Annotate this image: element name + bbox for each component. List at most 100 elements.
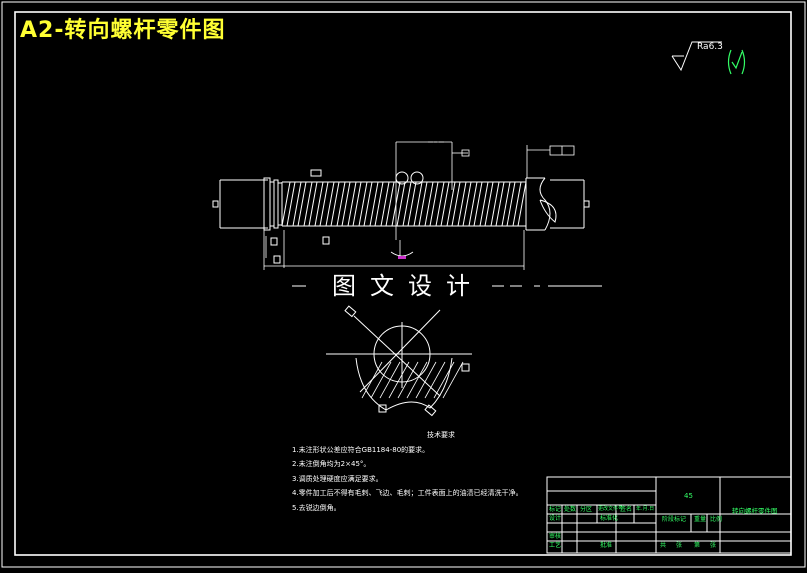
tb-label: 重量 [694,516,707,523]
thread-line [429,181,439,227]
hatch-line [361,361,383,399]
thread-line [281,181,291,227]
hatch-line [406,361,428,399]
thread-line [336,181,346,227]
surface-finish-label: Ra6.3 [697,42,723,52]
thread-line [363,181,373,227]
tb-label: 更改文件号 [598,506,624,512]
thread-line [495,181,505,227]
thread-line [479,181,489,227]
thread-line [490,181,500,227]
material-value: 45 [684,492,693,500]
hatch-line [424,361,446,399]
thread-line [402,181,412,227]
thread-line [435,181,445,227]
thread-line [374,181,384,227]
tb-label: 共 [660,542,667,549]
hatch-line [433,361,455,399]
tb-label: 张 [710,542,717,549]
thread-line [517,181,527,227]
hatch-line [379,361,401,399]
thread-line [358,181,368,227]
thread-line [292,181,302,227]
thread-line [314,181,324,227]
thread-line [303,181,313,227]
thread-line [473,181,483,227]
thread-line [462,181,472,227]
tb-label: 处数 [564,506,577,513]
hatch-line [397,361,419,399]
thread-line [407,181,417,227]
thread-line [297,181,307,227]
hatch-line [415,361,437,399]
tb-label: 比例 [710,516,723,523]
thread-line [330,181,340,227]
section-view [326,305,472,417]
technical-notes: 技术要求 1.未注形状公差应符合GB1184-80的要求。 2.未注倒角均为2×… [292,428,542,515]
screw-shaft [219,177,585,231]
thread-line [484,181,494,227]
thread-line [440,181,450,227]
tb-label: 审核 [549,533,562,540]
tick-icon [727,49,746,75]
thread-line [451,181,461,227]
tolerance-box [273,255,281,264]
watermark: 图文设计 [286,270,606,302]
tb-label: 工艺 [549,542,562,549]
thread-line [418,181,428,227]
tb-label: 分区 [580,506,593,513]
tb-label: 标准化 [600,515,619,522]
hatch-line [388,361,410,399]
note-line: 4.零件加工后不得有毛刺、飞边、毛刺；工件表面上的油渍已经清洗干净。 [292,489,523,497]
inner-frame [14,11,792,556]
section-hatching [361,361,464,399]
thread-line [468,181,478,227]
thread-line [308,181,318,227]
thread-line [369,181,379,227]
thread-line [457,181,467,227]
hatch-line [370,361,392,399]
tb-label: 标记 [549,506,562,513]
thread-line [325,181,335,227]
title-block [546,476,792,554]
tb-label: 年.月.日 [636,506,655,512]
thread-line [347,181,357,227]
thread-line [512,181,522,227]
datum-box-right [583,200,590,208]
tb-label: 第 [694,542,701,549]
thread-line [352,181,362,227]
tb-label: 批准 [600,542,613,549]
tb-label: 阶段标记 [662,516,687,523]
datum-box-left [212,200,219,208]
gdt-frame-top [310,169,322,177]
dimension-lines [263,141,575,270]
thread-line [385,181,395,227]
note-line: 5.去锐边倒角。 [292,503,341,512]
thread-line [501,181,511,227]
notes-title: 技术要求 [427,431,455,439]
drawing-title: A2-转向螺杆零件图 [20,18,226,43]
tb-label: 设计 [549,515,562,522]
watermark-text: 图文设计 [332,272,484,300]
section-marker [398,256,406,259]
thread-line [380,181,390,227]
thread-line [286,181,296,227]
thread-line [506,181,516,227]
tolerance-box [270,237,278,246]
thread-line [341,181,351,227]
surface-roughness-symbol [671,41,722,72]
tb-label: 张 [676,542,683,549]
note-line: 2.未注倒角均为2×45°。 [292,460,371,468]
note-line: 3.调质处理硬度应满足要求。 [292,474,383,483]
hatch-line [442,361,464,399]
thread-line [319,181,329,227]
part-name-value: 转向螺杆零件图 [732,507,778,515]
thread-line [446,181,456,227]
ball-marker [410,171,424,185]
tb-label: 签名 [620,506,633,513]
thread-line [413,181,423,227]
tolerance-box [322,236,330,245]
